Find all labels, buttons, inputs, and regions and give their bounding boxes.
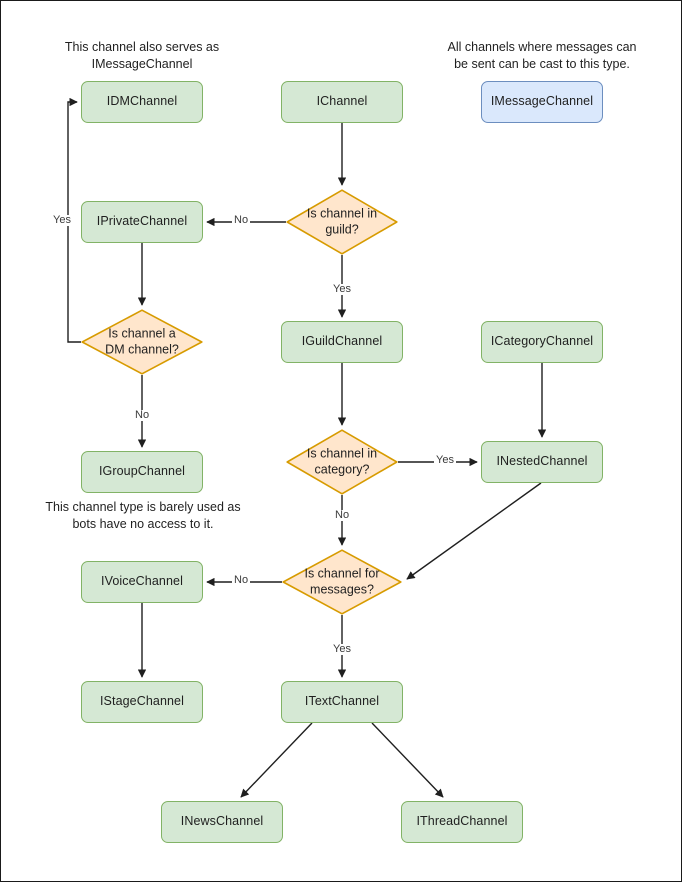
diamond-shape-messages: [282, 549, 402, 615]
edge-label-dm-no: No: [133, 409, 152, 421]
decision-is-channel-in-guild[interactable]: Is channel in guild?: [286, 189, 398, 255]
node-igroupchannel[interactable]: IGroupChannel: [81, 451, 203, 493]
diamond-shape-guild: [286, 189, 398, 255]
node-iguildchannel[interactable]: IGuildChannel: [281, 321, 403, 363]
note-group-channel: This channel type is barely used as bots…: [45, 500, 241, 531]
node-inewschannel[interactable]: INewsChannel: [161, 801, 283, 843]
decision-label-guild: Is channel in guild?: [306, 206, 378, 236]
diamond-shape-dm: [81, 309, 203, 375]
edge-itextchannel-to-ithreadchannel: [371, 722, 444, 798]
edge-itextchannel-to-inewschannel: [240, 722, 313, 798]
decision-is-channel-in-category[interactable]: Is channel in category?: [286, 429, 398, 495]
node-ichannel[interactable]: IChannel: [281, 81, 403, 123]
decision-is-channel-for-messages[interactable]: Is channel for messages?: [282, 549, 402, 615]
edge-label-messages-yes: Yes: [331, 643, 353, 655]
node-istagechannel[interactable]: IStageChannel: [81, 681, 203, 723]
decision-label-messages: Is channel for messages?: [304, 566, 380, 596]
diamond-shape-category: [286, 429, 398, 495]
decision-is-channel-a-dm-channel[interactable]: Is channel a DM channel?: [81, 309, 203, 375]
note-message-channel: All channels where messages can be sent …: [447, 40, 637, 71]
edge-label-messages-no: No: [232, 574, 251, 586]
edge-label-guild-no: No: [232, 214, 251, 226]
node-idmchannel[interactable]: IDMChannel: [81, 81, 203, 123]
node-ivoicechannel[interactable]: IVoiceChannel: [81, 561, 203, 603]
note-dm-channel: This channel also serves as IMessageChan…: [64, 40, 220, 71]
node-iprivatechannel[interactable]: IPrivateChannel: [81, 201, 203, 243]
node-itextchannel[interactable]: ITextChannel: [281, 681, 403, 723]
decision-label-category: Is channel in category?: [306, 446, 378, 476]
edge-label-guild-yes: Yes: [331, 283, 353, 295]
edge-inestedchannel-to-messages: [406, 482, 542, 580]
edge-label-dm-yes: Yes: [51, 214, 73, 226]
node-inestedchannel[interactable]: INestedChannel: [481, 441, 603, 483]
node-icategorychannel[interactable]: ICategoryChannel: [481, 321, 603, 363]
edge-label-category-no: No: [333, 509, 352, 521]
node-imessagechannel[interactable]: IMessageChannel: [481, 81, 603, 123]
decision-label-dm: Is channel a DM channel?: [105, 326, 179, 356]
edge-label-category-yes: Yes: [434, 454, 456, 466]
node-ithreadchannel[interactable]: IThreadChannel: [401, 801, 523, 843]
